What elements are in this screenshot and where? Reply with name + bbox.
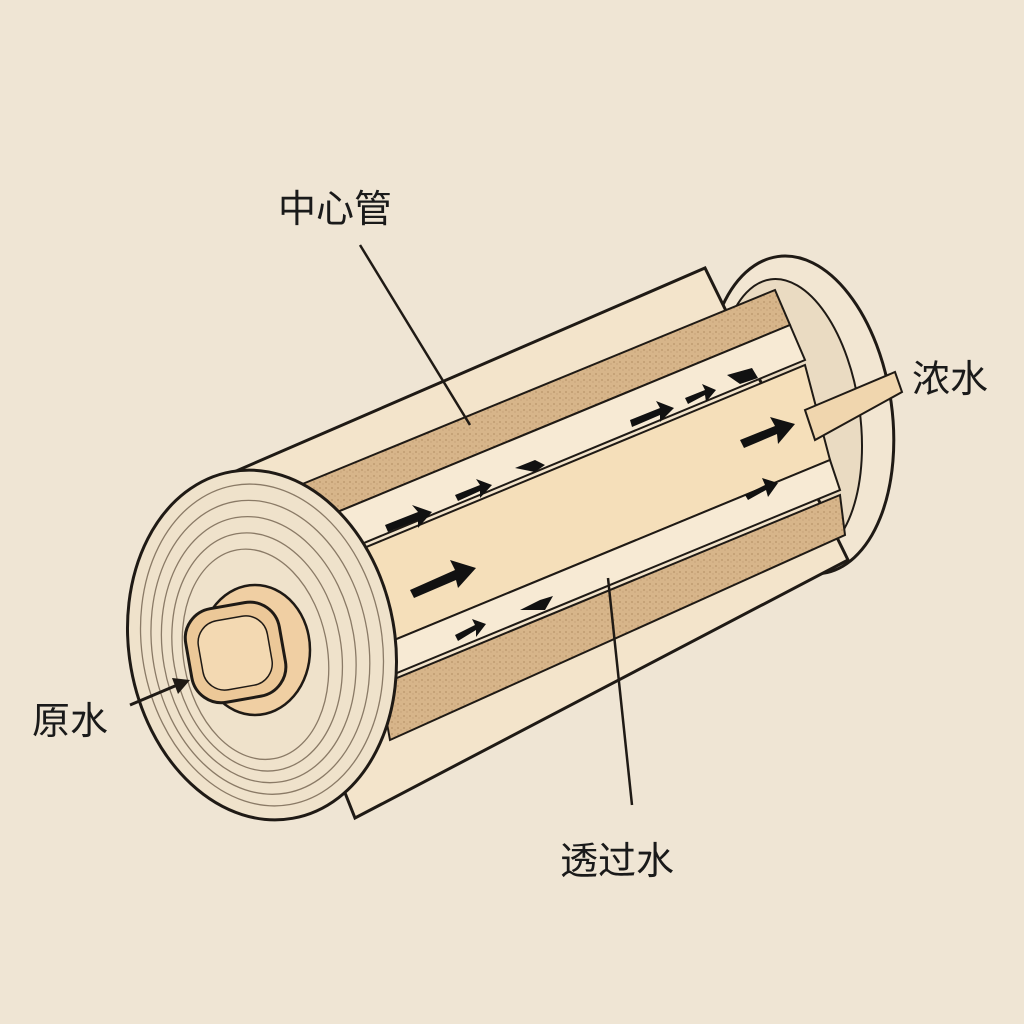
label-concentrate: 浓水 — [912, 357, 989, 401]
flow-arrows — [385, 368, 795, 641]
label-permeate: 透过水 — [560, 839, 675, 883]
label-feed-water: 原水 — [32, 699, 109, 743]
concentrate-outlet — [803, 370, 904, 442]
label-center-tube: 中心管 — [278, 187, 393, 231]
center-tube-leader — [358, 244, 472, 426]
permeate-leader — [606, 577, 634, 806]
feed-arrow — [129, 681, 183, 707]
